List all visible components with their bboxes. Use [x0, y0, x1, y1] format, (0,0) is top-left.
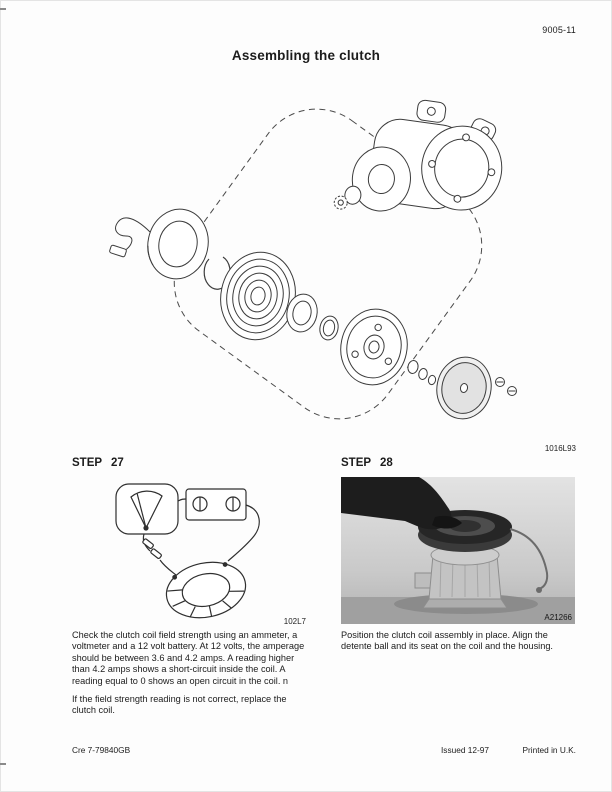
coil-test-drawing	[115, 483, 260, 619]
step-28-paragraph-1: Position the clutch coil assembly in pla…	[341, 630, 553, 652]
main-figure-code: 1016L93	[544, 444, 576, 453]
step-28-photo-code: A21266	[544, 613, 572, 622]
armature-plate	[340, 308, 408, 386]
clutch-exploded-drawing	[109, 99, 517, 420]
compressor	[333, 99, 503, 212]
registration-mark-bottom	[0, 763, 6, 765]
coil-test-figure	[100, 477, 300, 625]
clutch-install-photo: A21266	[341, 477, 575, 624]
dust-cover	[436, 356, 492, 420]
step-27-text: Check the clutch coil field strength usi…	[72, 630, 313, 724]
step-27-figure-code: 102L7	[283, 617, 306, 626]
coil-wire	[509, 528, 549, 590]
washers	[407, 360, 437, 386]
page-number: 9005-11	[542, 25, 576, 35]
step-27-paragraph-1: Check the clutch coil field strength usi…	[72, 630, 305, 686]
step-28-text: Position the clutch coil assembly in pla…	[341, 630, 579, 660]
cover-screws	[495, 377, 517, 396]
compressor-housing	[414, 544, 508, 609]
meter-link-wire	[177, 498, 187, 502]
footer-printed-in: Printed in U.K.	[522, 745, 577, 755]
step-27-paragraph-2: If the field strength reading is not cor…	[72, 694, 287, 716]
registration-mark-top	[0, 8, 6, 10]
field-coil	[147, 208, 209, 280]
battery	[185, 488, 247, 521]
footer-issue-date: Issued 12-97	[441, 745, 489, 755]
hand	[341, 477, 462, 530]
footer-document-code: Cre 7-79840GB	[72, 745, 131, 755]
test-coil	[165, 561, 247, 619]
page-title: Assembling the clutch	[231, 48, 381, 63]
spacer-ring	[319, 315, 339, 341]
bearing-ring	[286, 293, 318, 333]
coil-connector	[109, 244, 127, 258]
clutch-install-photo-art	[341, 477, 575, 624]
step-28-heading: STEP 28	[341, 457, 393, 469]
pulley	[220, 251, 296, 341]
coil-lead-wire	[115, 217, 151, 252]
test-leads	[142, 504, 260, 576]
clutch-exploded-figure	[66, 82, 550, 444]
step-27-heading: STEP 27	[72, 457, 124, 469]
ammeter	[115, 483, 179, 535]
snap-ring	[203, 256, 231, 290]
